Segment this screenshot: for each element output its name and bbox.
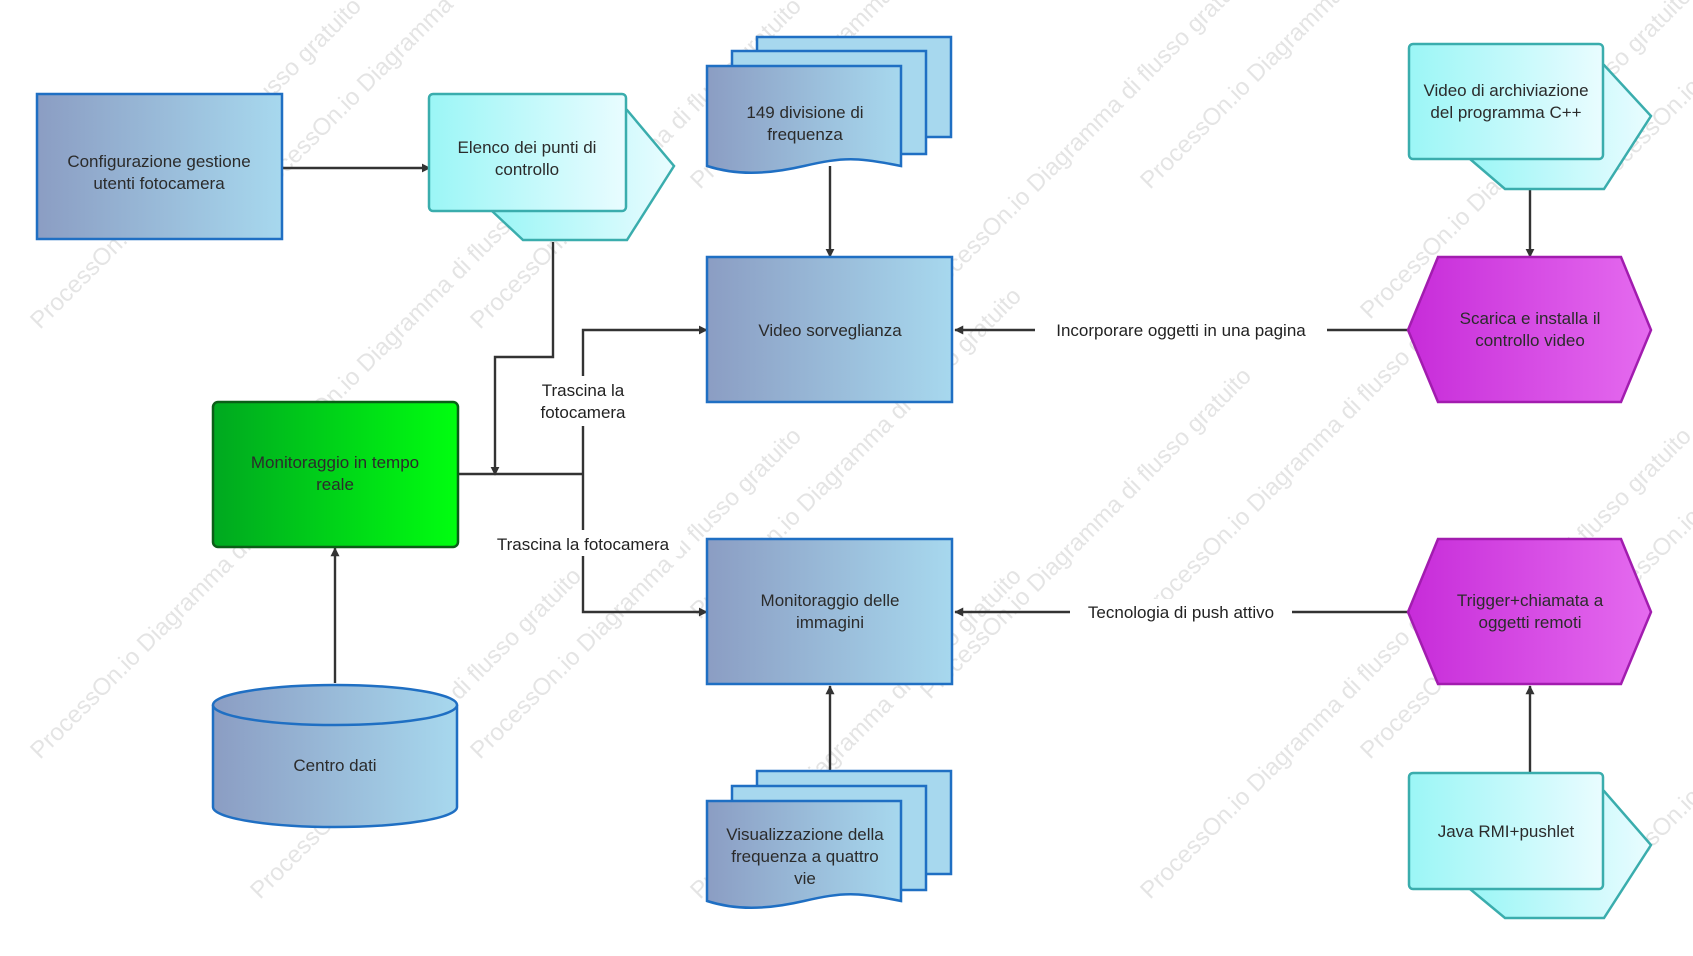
edge-label-drag-camera-2-text: Trascina la fotocamera: [497, 535, 670, 554]
edge-label-drag-camera-2: Trascina la fotocamera: [486, 530, 680, 556]
edge-realtime-to-image: [581, 474, 708, 617]
node-java-label: Java RMI+pushlet: [1438, 822, 1575, 841]
edge-label-push-text: Tecnologia di push attivo: [1088, 603, 1274, 622]
node-video-surveillance[interactable]: Video sorveglianza: [705, 255, 954, 404]
edge-label-embed-text: Incorporare oggetti in una pagina: [1056, 321, 1306, 340]
edge-label-embed: Incorporare oggetti in una pagina: [1035, 317, 1327, 343]
edge-checkpoints-to-realtime: [490, 242, 555, 476]
watermark-text: ProcessOn.io Diagramma di flusso gratuit…: [915, 0, 1257, 304]
node-video-surveillance-label: Video sorveglianza: [758, 321, 902, 340]
node-java[interactable]: Java RMI+pushlet: [1407, 771, 1653, 920]
node-datacenter[interactable]: Centro dati: [211, 683, 459, 829]
edge-label-push: Tecnologia di push attivo: [1070, 599, 1292, 625]
node-datacenter-label: Centro dati: [293, 756, 376, 775]
